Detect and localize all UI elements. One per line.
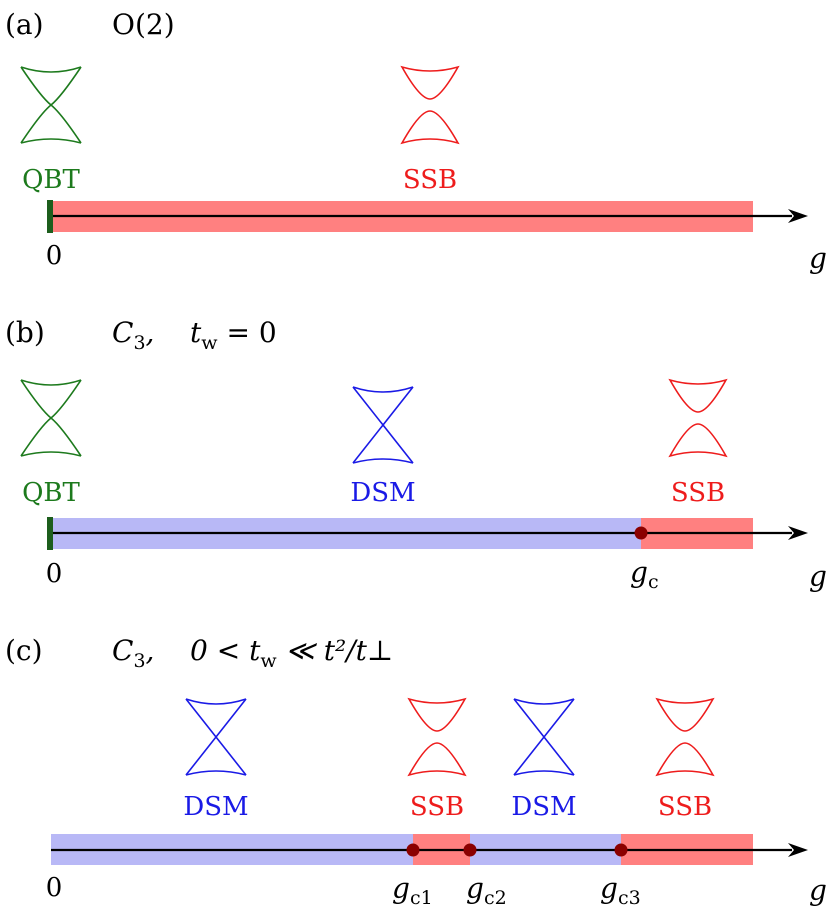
panel-label: (b) xyxy=(5,316,45,349)
phase-label-dsm: DSM xyxy=(350,478,415,508)
panel-b: (b) C3, tw = 0 QBT DSM SSB 0 gc g xyxy=(5,316,827,593)
critical-point-label: gc xyxy=(630,556,659,593)
dirac-cone-icon xyxy=(185,698,247,776)
critical-point-label: gc1 xyxy=(392,872,433,908)
phase-label-dsm: DSM xyxy=(183,792,248,822)
critical-point xyxy=(406,843,420,857)
critical-point xyxy=(614,843,628,857)
panel-a: (a) O(2) QBT SSB 0 g xyxy=(5,8,827,275)
panel-title: O(2) xyxy=(112,8,175,41)
axis-origin-label: 0 xyxy=(46,559,63,589)
phase-label-ssb: SSB xyxy=(403,165,457,195)
critical-point-label: gc3 xyxy=(600,872,641,908)
panel-label: (a) xyxy=(5,8,44,41)
quadratic-band-touching-icon xyxy=(20,66,82,144)
axis-origin-label: 0 xyxy=(46,241,63,271)
phase-label-ssb: SSB xyxy=(658,792,712,822)
critical-point xyxy=(634,526,648,540)
panel-title: C3, tw = 0 xyxy=(112,316,277,354)
phase-label-qbt: QBT xyxy=(22,478,80,508)
panel-c: (c) C3, 0 < tw ≪ t²/t⊥ DSM SSB DSM SSB 0… xyxy=(5,634,827,908)
axis-variable-label: g xyxy=(809,242,827,275)
qbt-endpoint-marker xyxy=(47,517,53,550)
dirac-cone-icon xyxy=(352,386,414,464)
gapped-bands-icon xyxy=(669,379,727,457)
critical-point-label: gc2 xyxy=(466,872,507,908)
axis-origin-label: 0 xyxy=(46,873,63,903)
phase-label-ssb: SSB xyxy=(410,792,464,822)
dirac-cone-icon xyxy=(513,698,575,776)
axis-variable-label: g xyxy=(809,874,827,907)
gapped-bands-icon xyxy=(401,66,459,144)
gapped-bands-icon xyxy=(408,698,466,776)
critical-point xyxy=(463,843,477,857)
panel-title: C3, 0 < tw ≪ t²/t⊥ xyxy=(112,634,393,672)
quadratic-band-touching-icon xyxy=(20,379,82,457)
qbt-endpoint-marker xyxy=(47,200,53,233)
axis-variable-label: g xyxy=(809,560,827,593)
phase-label-qbt: QBT xyxy=(22,165,80,195)
phase-label-dsm: DSM xyxy=(511,792,576,822)
panel-label: (c) xyxy=(5,634,43,667)
phase-label-ssb: SSB xyxy=(671,478,725,508)
gapped-bands-icon xyxy=(656,698,714,776)
